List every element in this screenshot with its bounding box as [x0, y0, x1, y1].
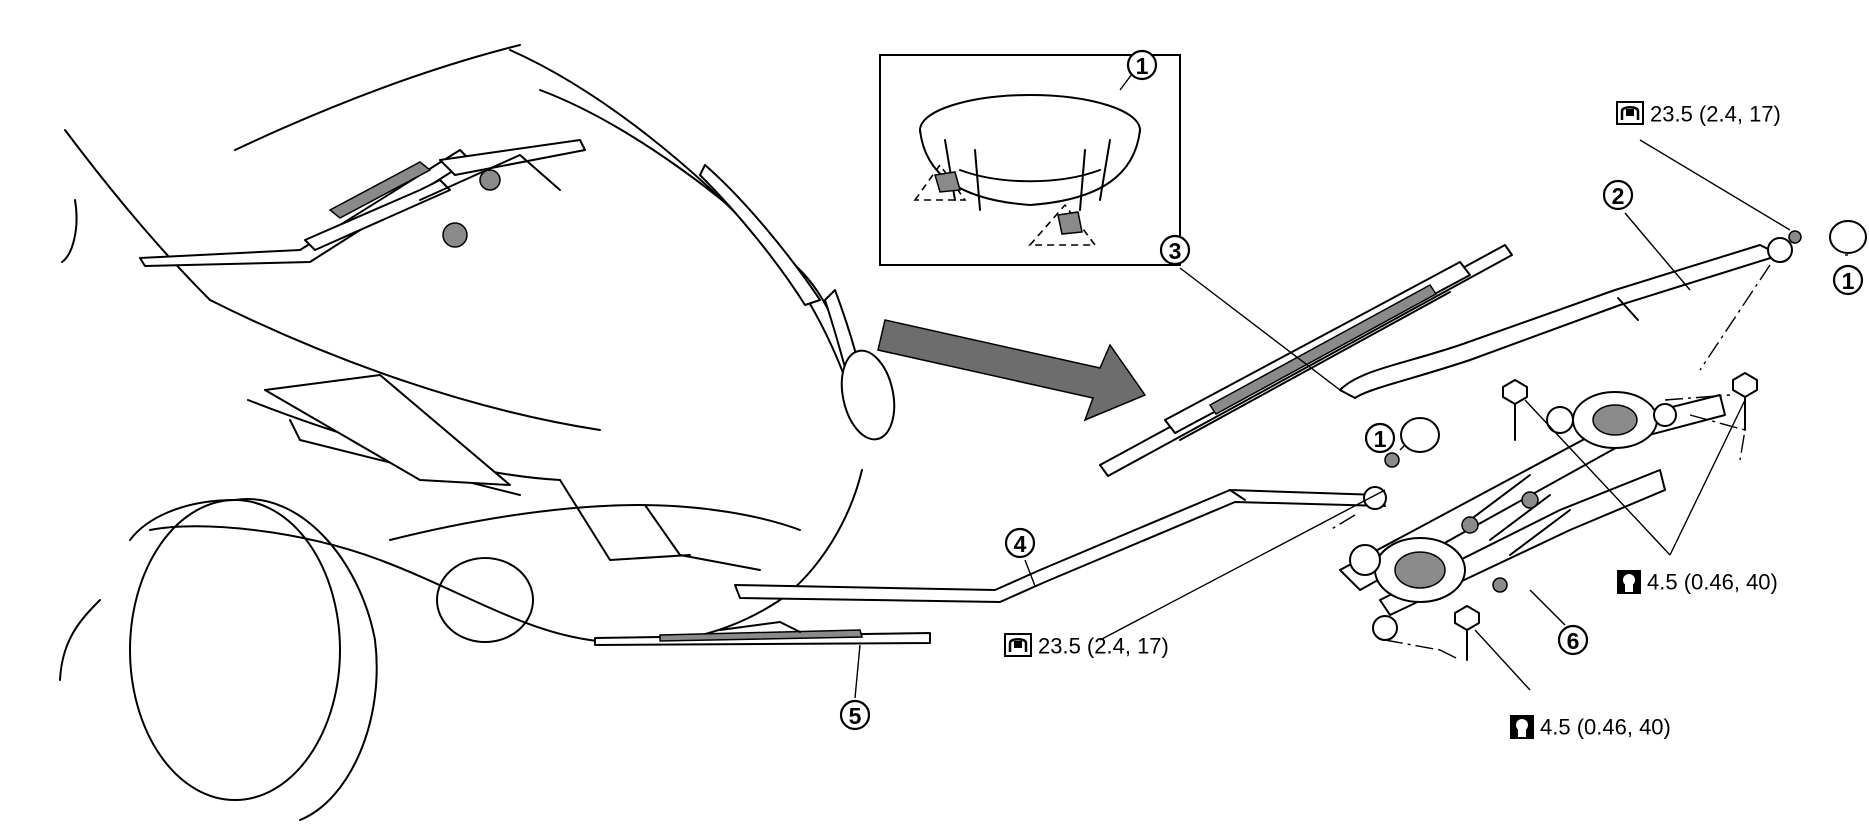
callout-label: 1	[1374, 426, 1387, 452]
wiper-blade-upper	[1099, 244, 1513, 477]
torque-wrench-icon	[1004, 633, 1032, 657]
callout-label: 6	[1567, 628, 1580, 654]
arm-nut-mid	[1384, 452, 1400, 468]
wiper-blade-lower	[594, 621, 931, 646]
callout-label: 4	[1014, 531, 1027, 557]
callout-blade-5: 5	[839, 699, 871, 731]
torque-value: 4.5 (0.46, 40)	[1647, 570, 1778, 595]
arm-cap-mid	[1400, 417, 1440, 453]
callout-arm-2: 2	[1602, 179, 1634, 211]
callout-blade-3: 3	[1159, 234, 1191, 266]
mounting-bolt-lower	[1454, 605, 1480, 661]
torque-value: 4.5 (0.46, 40)	[1540, 715, 1671, 740]
torque-spec-arm-nut-right: 23.5 (2.4, 17)	[1616, 101, 1781, 127]
wiper-linkage-motor	[1339, 391, 1731, 651]
torque-bolt-icon	[1510, 715, 1534, 739]
torque-value: 23.5 (2.4, 17)	[1038, 634, 1169, 659]
direction-arrow	[877, 319, 1147, 422]
callout-label: 2	[1612, 183, 1625, 209]
torque-spec-bolt-lower: 4.5 (0.46, 40)	[1510, 715, 1671, 740]
callout-inset-1: 1	[1126, 49, 1158, 81]
wiper-arm-left	[734, 486, 1387, 603]
callout-arm-4: 4	[1004, 527, 1036, 559]
torque-wrench-icon	[1616, 101, 1644, 125]
torque-value: 23.5 (2.4, 17)	[1650, 102, 1781, 127]
callout-label: 1	[1842, 268, 1855, 294]
callout-label: 1	[1136, 53, 1149, 79]
torque-spec-arm-nut-left: 23.5 (2.4, 17)	[1004, 633, 1169, 659]
mounting-bolt-top	[1502, 379, 1528, 441]
torque-bolt-icon	[1617, 570, 1641, 594]
callout-cap-mid-1: 1	[1364, 422, 1396, 454]
vehicle-front-illustration	[59, 44, 896, 821]
mounting-bolt-right	[1732, 372, 1758, 431]
callout-linkage-6: 6	[1557, 624, 1589, 656]
torque-spec-bolt-right: 4.5 (0.46, 40)	[1617, 570, 1778, 595]
inset-cap-detail	[879, 54, 1181, 266]
callout-label: 3	[1169, 238, 1182, 264]
leader-lines	[854, 139, 1848, 699]
wiper-arm-right	[1339, 220, 1867, 399]
callout-cap-right-1: 1	[1832, 264, 1864, 296]
callout-label: 5	[849, 703, 862, 729]
